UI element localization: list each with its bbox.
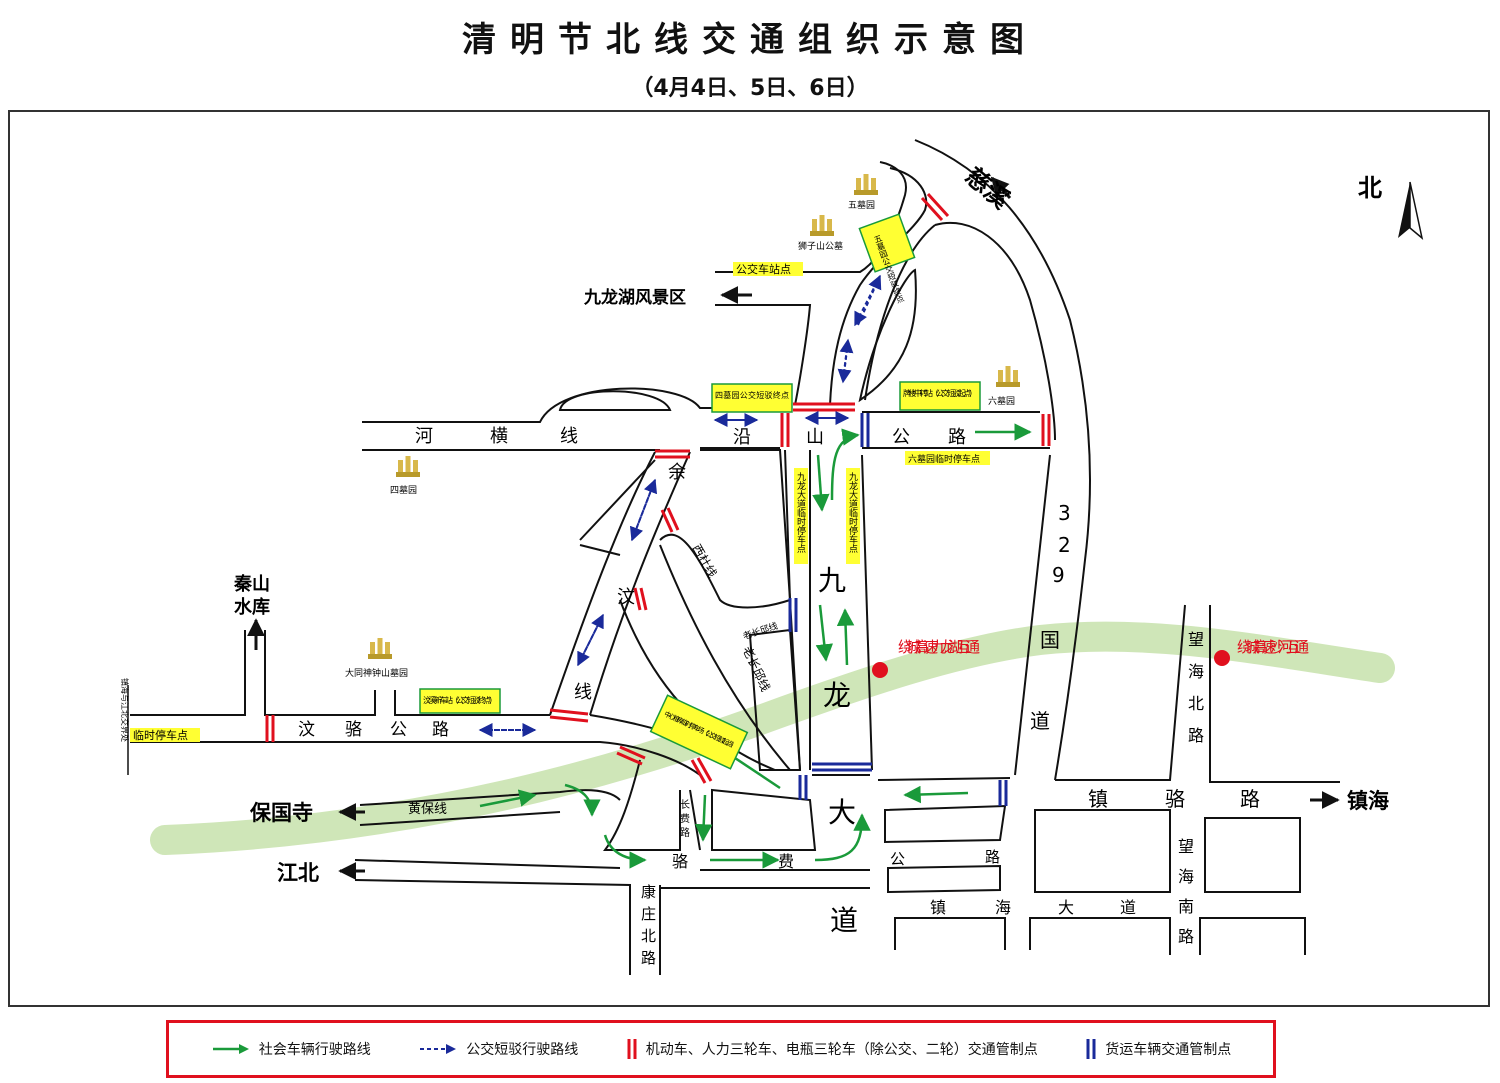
dest-baoguosi: 保国寺 [249, 801, 313, 825]
road-yuru-line-char: 汶 [617, 587, 635, 608]
legend-label-social: 社会车辆行驶路线 [258, 1042, 371, 1058]
bus-shuttle-routes [478, 274, 882, 737]
road-character-labels: 河横线沿山公路余汶线汶骆公路骆费九龙大道329国道镇骆路镇海大道公路康庄北路望海… [298, 426, 1260, 967]
road-hengxian-char: 线 [560, 426, 578, 447]
cemetery-simu: 四墓园 [390, 484, 417, 496]
dest-jiulonghu: 九龙湖风景区 [583, 287, 686, 308]
cemetery-icon [854, 174, 878, 195]
yellow-label-plain [130, 262, 990, 742]
cemetery-icon [810, 215, 834, 236]
cemetery-icon [396, 456, 420, 477]
road-zhenhai-avenue-char: 大 [1058, 898, 1074, 917]
road-yanshan-char: 山 [806, 427, 824, 448]
road-zhenhai-avenue-char: 镇 [930, 898, 946, 917]
label-temp-parking: 临时停车点 [133, 728, 188, 742]
road-rulu-char: 公 [390, 720, 407, 740]
legend-item-social: 社会车辆行驶路线 [211, 1039, 371, 1059]
road-zhenhai-avenue-char: 道 [1120, 898, 1136, 917]
north-arrow-icon [1398, 181, 1424, 240]
dest-zhenhai: 镇海 [1347, 789, 1389, 813]
road-laochanghuan: 老长邱线 [740, 644, 773, 693]
interchange-jiulonghu-label: 绕城高速九龙湖互通 [898, 638, 980, 656]
label-jiulong-parking-right: 九龙大道临时停车点 [847, 472, 858, 554]
legend-label-freight: 货运车辆交通管制点 [1105, 1042, 1232, 1058]
road-yanshan-char: 沿 [733, 427, 751, 448]
road-laochanghuan-small: 老长邱线 [741, 620, 779, 643]
road-zhenluo-char: 路 [1240, 787, 1260, 811]
road-g329-char: 国 [1040, 628, 1060, 652]
interchange-shahe-label: 绕城高速沙河互通 [1237, 638, 1309, 656]
road-huangbao: 黄保线 [408, 802, 447, 817]
road-zhenluo-char: 镇 [1088, 787, 1108, 811]
road-changfei: 长费路 [680, 799, 690, 839]
road-yanshan-char: 路 [948, 427, 966, 448]
road-yuru-line-char: 余 [668, 462, 686, 483]
road-jiulong-avenue-char: 九 [818, 564, 846, 597]
cemetery-icon [368, 638, 392, 659]
road-kangzhuang: 康庄北路 [641, 883, 656, 967]
legend-label-motor: 机动车、人力三轮车、电瓶三轮车（除公交、二轮）交通管制点 [645, 1042, 1038, 1058]
page-title: 清明节北线交通组织示意图 [462, 20, 1038, 60]
road-g329-char: 9 [1052, 563, 1065, 587]
road-jiulong-avenue-char: 大 [828, 796, 856, 829]
freight-control-points [788, 413, 1008, 806]
blue-dashed-arrow-icon [420, 1044, 457, 1054]
dest-jiangbei: 江北 [277, 861, 319, 885]
legend-item-freight: 货运车辆交通管制点 [1085, 1037, 1231, 1061]
road-wanghai-north: 望海北路 [1188, 630, 1204, 745]
page-subtitle: （4月4日、5日、6日） [631, 76, 869, 101]
label-simu-stop: 四墓园公交短驳终点 [715, 390, 789, 400]
road-hengxian-char: 横 [490, 426, 508, 447]
cemetery-shizishan: 狮子山公墓 [798, 240, 843, 252]
label-paileou-stop: 牌楼中转站（公交短驳起点） [903, 388, 977, 398]
road-small-gonglu-char: 公 [890, 850, 905, 868]
red-double-bar-icon [627, 1039, 637, 1059]
destination-arrows [247, 176, 1340, 880]
road-g329-char: 3 [1058, 501, 1071, 525]
motor-control-points [265, 192, 1051, 784]
interchange-dot [1214, 650, 1230, 666]
road-border: 镇海与江北交界处 [120, 678, 130, 742]
legend: 社会车辆行驶路线 公交短驳行驶路线 机动车、人力三轮车、电瓶三轮车（除公交、二轮… [166, 1020, 1276, 1078]
cemetery-icon [996, 366, 1020, 387]
legend-item-bus: 公交短驳行驶路线 [418, 1039, 578, 1059]
road-jiulong-avenue-char: 龙 [823, 679, 851, 712]
road-zhenluo-char: 骆 [1165, 787, 1185, 811]
road-g329-char: 道 [1030, 709, 1050, 733]
map-frame [8, 110, 1490, 1007]
legend-item-motor: 机动车、人力三轮车、电瓶三轮车（除公交、二轮）交通管制点 [626, 1037, 1038, 1061]
road-yuru-line-char: 线 [574, 682, 592, 703]
yellow-label-boxes [419, 213, 981, 770]
map-canvas: 慈溪 九龙湖风景区 秦山 水库 保国寺 江北 镇海 西杜线 老长邱线 老长邱线 … [120, 139, 1424, 975]
road-hengxian-char: 河 [415, 426, 433, 447]
legend-label-bus: 公交短驳行驶路线 [466, 1042, 579, 1058]
dest-qinshan-1: 秦山 [233, 573, 270, 595]
road-rulu-char: 骆 [345, 720, 362, 740]
label-liumu-parking: 六墓园临时停车点 [908, 453, 980, 465]
cemetery-wumu: 五墓园 [848, 199, 875, 211]
green-arrow-icon [212, 1044, 249, 1054]
cemetery-datong: 大同神钟山墓园 [345, 667, 408, 679]
road-wanghai-south: 望海南路 [1178, 837, 1194, 946]
north-label: 北 [1358, 174, 1382, 202]
road-luofei-char: 骆 [672, 852, 688, 871]
road-small-gonglu-char: 路 [985, 848, 1000, 866]
road-xidu: 西杜线 [689, 541, 720, 580]
road-rulu-char: 路 [432, 720, 449, 740]
road-jiulong-avenue-char: 道 [830, 904, 858, 937]
road-luofei-char: 费 [778, 852, 794, 871]
road-g329-char: 2 [1058, 533, 1071, 557]
cemetery-liumu: 六墓园 [988, 395, 1015, 407]
label-ruxi-station: 汶溪新车站（公交短驳终点） [423, 695, 497, 705]
road-zhenhai-avenue-char: 海 [995, 898, 1011, 917]
interchange-dot [872, 662, 888, 678]
label-bus-stop: 公交车站点 [736, 262, 791, 276]
ring-expressway [150, 621, 1395, 855]
blue-double-bar-icon [1086, 1039, 1096, 1059]
road-rulu-char: 汶 [298, 720, 315, 740]
dest-qinshan-2: 水库 [234, 596, 270, 618]
label-jiulong-parking-left: 九龙大道临时停车点 [795, 472, 806, 554]
road-yanshan-char: 公 [892, 427, 910, 448]
